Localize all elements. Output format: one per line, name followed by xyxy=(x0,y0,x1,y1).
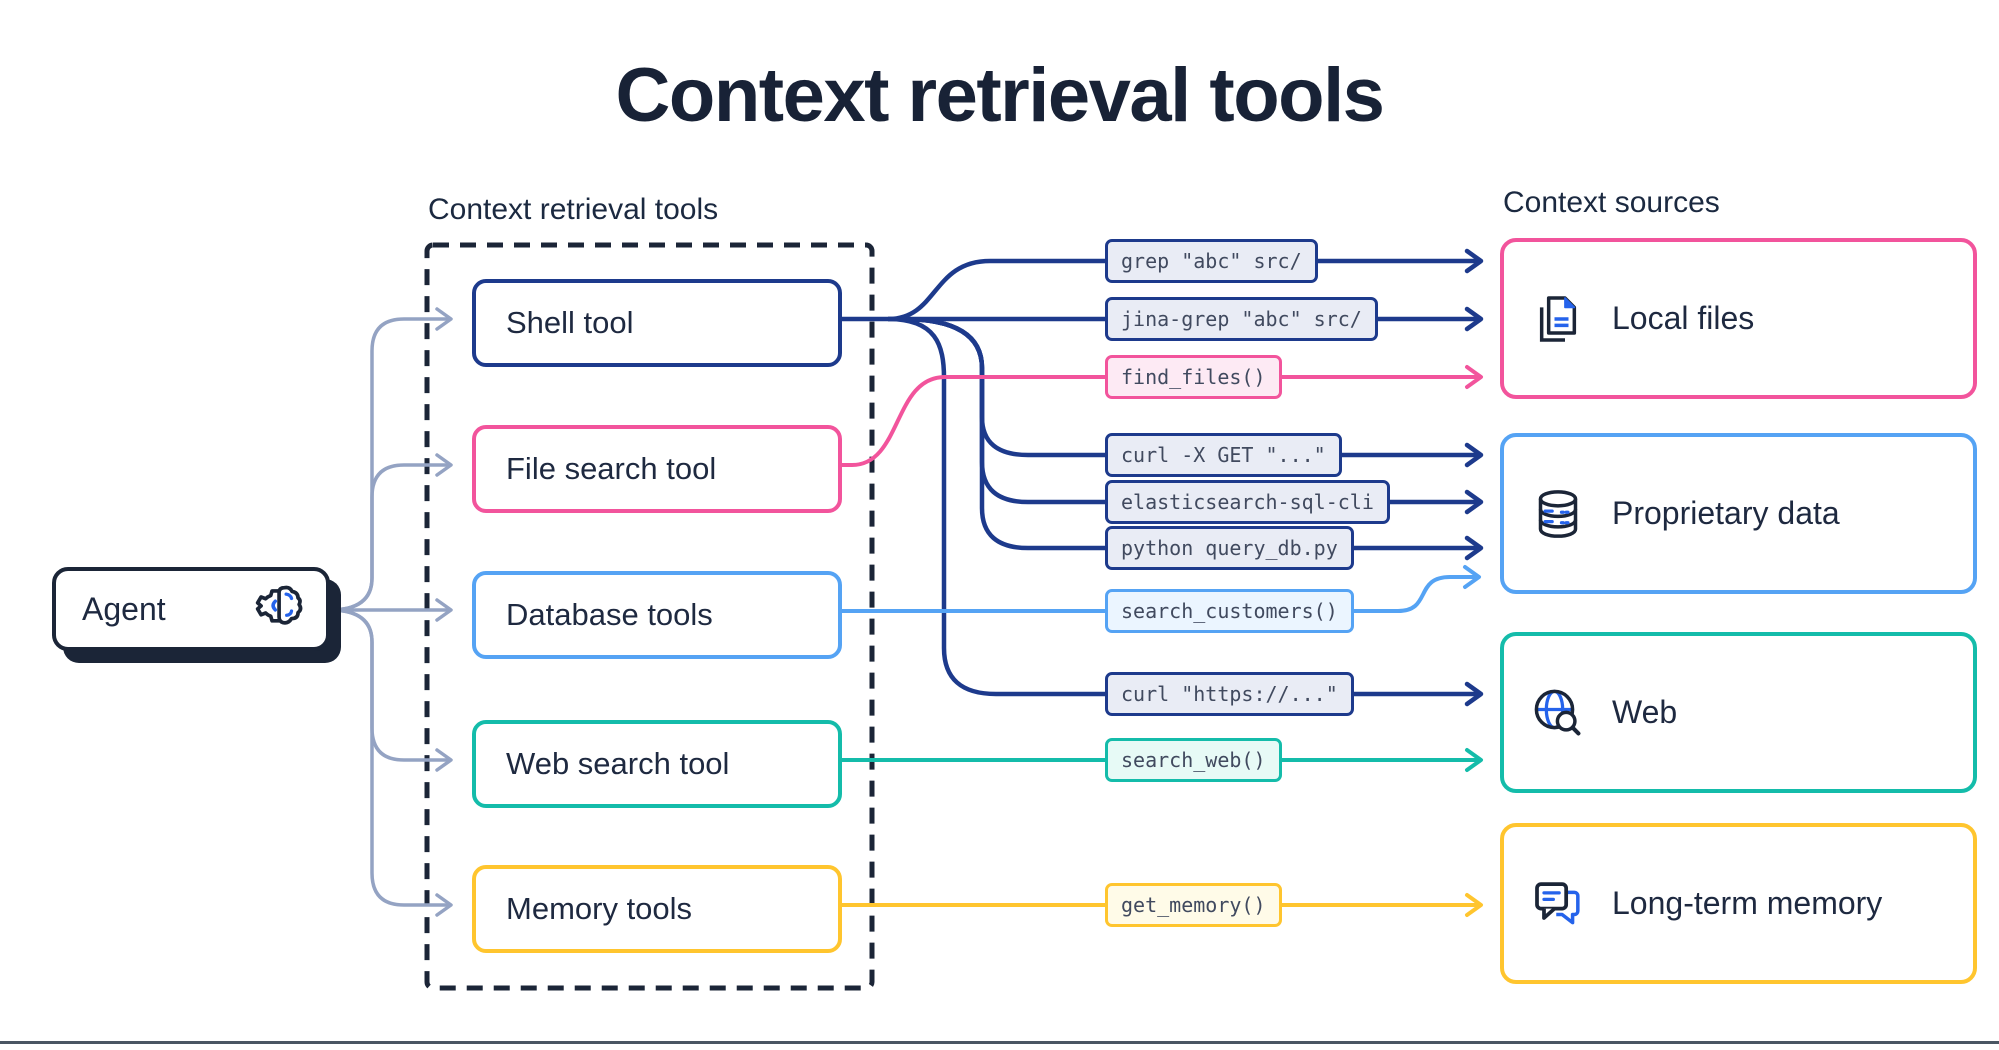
gear-brain-icon xyxy=(252,579,304,639)
command-chip-grep: grep "abc" src/ xyxy=(1105,239,1318,283)
source-label: Long-term memory xyxy=(1612,885,1883,921)
tool-box-web-search: Web search tool xyxy=(472,720,842,808)
agent-label: Agent xyxy=(82,590,166,627)
source-box-web: Web xyxy=(1500,632,1977,793)
command-chip-elasticsearch: elasticsearch-sql-cli xyxy=(1105,480,1390,524)
tool-box-memory: Memory tools xyxy=(472,865,842,953)
source-box-long-term-memory: Long-term memory xyxy=(1500,823,1977,984)
tools-group-label: Context retrieval tools xyxy=(428,193,719,226)
bottom-divider xyxy=(0,1041,1999,1044)
command-chip-search-customers: search_customers() xyxy=(1105,589,1354,633)
source-label: Web xyxy=(1612,694,1678,730)
tool-box-database: Database tools xyxy=(472,571,842,659)
database-icon xyxy=(1530,486,1586,542)
source-label: Local files xyxy=(1612,300,1755,336)
tool-box-shell: Shell tool xyxy=(472,279,842,367)
agent-node: Agent xyxy=(52,567,330,651)
command-chip-search-web: search_web() xyxy=(1105,738,1282,782)
command-chip-find-files: find_files() xyxy=(1105,355,1282,399)
chat-bubbles-icon xyxy=(1530,876,1586,932)
documents-icon xyxy=(1530,291,1586,347)
page-title: Context retrieval tools xyxy=(615,53,1385,138)
tool-label: Web search tool xyxy=(506,746,730,781)
command-chip-curl-get: curl -X GET "..." xyxy=(1105,433,1342,477)
source-box-proprietary-data: Proprietary data xyxy=(1500,433,1977,594)
command-chip-jina-grep: jina-grep "abc" src/ xyxy=(1105,297,1378,341)
command-chip-python-query: python query_db.py xyxy=(1105,526,1354,570)
sources-group-label: Context sources xyxy=(1503,186,1720,219)
tool-label: Shell tool xyxy=(506,305,634,340)
command-chip-get-memory: get_memory() xyxy=(1105,883,1282,927)
globe-search-icon xyxy=(1530,685,1586,741)
tool-label: File search tool xyxy=(506,451,717,486)
tool-label: Database tools xyxy=(506,597,713,632)
tool-box-file-search: File search tool xyxy=(472,425,842,513)
source-box-local-files: Local files xyxy=(1500,238,1977,399)
tool-label: Memory tools xyxy=(506,891,693,926)
source-label: Proprietary data xyxy=(1612,495,1840,531)
command-chip-curl-https: curl "https://..." xyxy=(1105,672,1354,716)
